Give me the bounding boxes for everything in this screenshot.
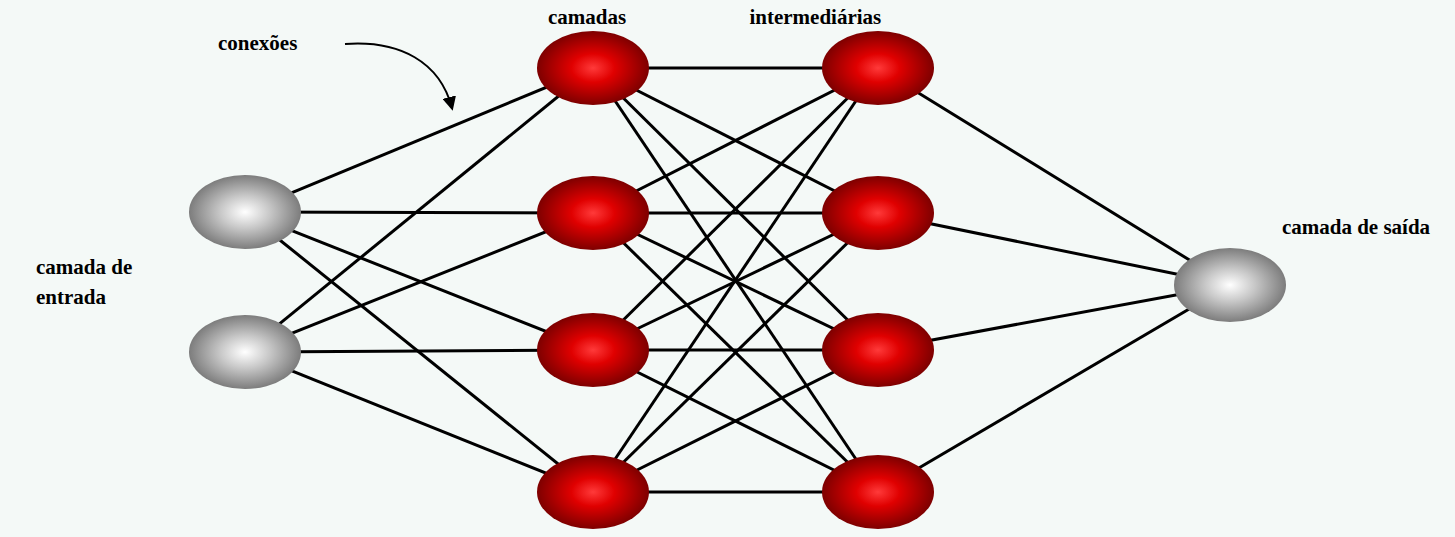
hidden-neuron (537, 455, 649, 529)
layer-label: camada de entrada (36, 252, 206, 313)
hidden-neuron (822, 313, 934, 387)
connection (245, 352, 593, 492)
connection (245, 68, 593, 212)
hidden-neuron (822, 31, 934, 105)
input-neurons (189, 175, 301, 389)
output-neuron (1174, 248, 1286, 322)
connection-lines (245, 68, 1230, 492)
hidden-neuron (822, 176, 934, 250)
layer-label: camada de saída (1266, 212, 1446, 242)
hidden-neuron (537, 313, 649, 387)
connection (593, 68, 878, 492)
connection (593, 68, 878, 492)
input-neuron (189, 315, 301, 389)
hidden-neuron (537, 31, 649, 105)
connection (245, 213, 593, 352)
input-neuron (189, 175, 301, 249)
hidden-neurons (537, 31, 934, 529)
hidden-neuron (537, 176, 649, 250)
connection (878, 68, 1230, 285)
leader-arrow (345, 44, 452, 108)
connection (878, 285, 1230, 492)
callout-label: conexões (218, 28, 348, 58)
layer-heading: camadas intermediárias (548, 2, 1008, 32)
hidden-neuron (822, 455, 934, 529)
